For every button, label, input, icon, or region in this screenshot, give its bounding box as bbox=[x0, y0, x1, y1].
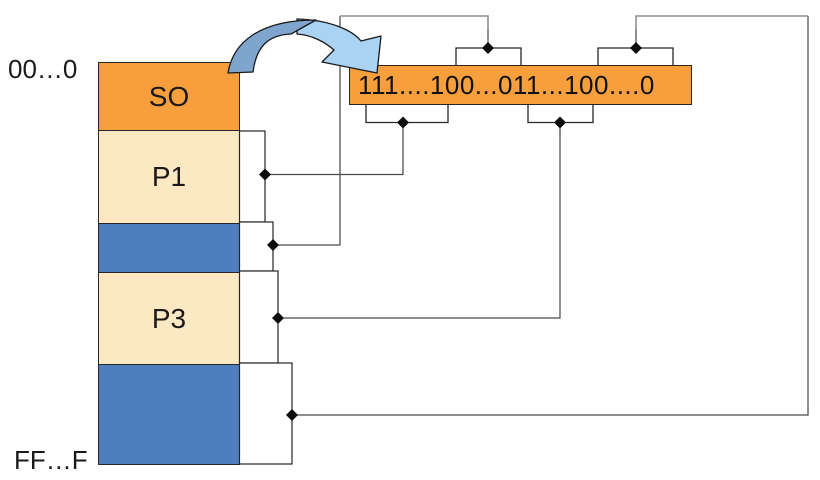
bracket-top-2 bbox=[597, 47, 674, 66]
segment-label: P1 bbox=[151, 161, 187, 192]
memory-segment-p3: P3 bbox=[99, 272, 239, 364]
diamond-icon bbox=[267, 239, 279, 251]
step-box-p1 bbox=[238, 130, 266, 223]
bracket-bottom-1 bbox=[365, 105, 449, 124]
memory-map: SO P1 P3 bbox=[98, 62, 240, 465]
connector-p1 bbox=[265, 123, 404, 176]
diamond-icon bbox=[259, 168, 271, 181]
bitmap-bar: 111....100...011...100....0 bbox=[349, 65, 692, 105]
curved-arrow-back bbox=[227, 19, 317, 74]
diamond-icon bbox=[397, 116, 409, 129]
memory-segment-os: SO bbox=[99, 63, 239, 130]
connector-hole2-top bbox=[635, 15, 808, 30]
step-boxes bbox=[238, 130, 293, 465]
memory-segment-hole-2 bbox=[99, 364, 239, 464]
connector-hole1-top bbox=[340, 15, 489, 30]
address-top-label: 00…0 bbox=[8, 54, 78, 84]
diamond-icon bbox=[286, 409, 298, 421]
memory-segment-hole-1 bbox=[99, 223, 239, 272]
diamond-icon bbox=[630, 42, 642, 54]
bracket-top-1 bbox=[455, 47, 522, 66]
address-bottom-label: FF…F bbox=[14, 445, 88, 475]
bit-range-brackets-top bbox=[455, 47, 674, 66]
step-box-hole2 bbox=[238, 362, 293, 465]
step-box-hole1 bbox=[238, 221, 274, 272]
segment-label: P3 bbox=[151, 302, 187, 334]
step-box-p3 bbox=[238, 270, 279, 364]
connector-p3 bbox=[278, 123, 561, 319]
bit-range-brackets-bottom bbox=[365, 105, 594, 124]
segment-label: SO bbox=[148, 80, 190, 112]
connector-hole1 bbox=[273, 16, 341, 246]
bitmap-value: 111....100...011...100....0 bbox=[358, 69, 655, 100]
diamond-icon bbox=[554, 116, 566, 129]
bracket-bottom-2 bbox=[527, 105, 594, 124]
diamond-icon bbox=[482, 42, 494, 54]
memory-segment-p1: P1 bbox=[99, 130, 239, 223]
diamond-icon bbox=[272, 312, 284, 324]
